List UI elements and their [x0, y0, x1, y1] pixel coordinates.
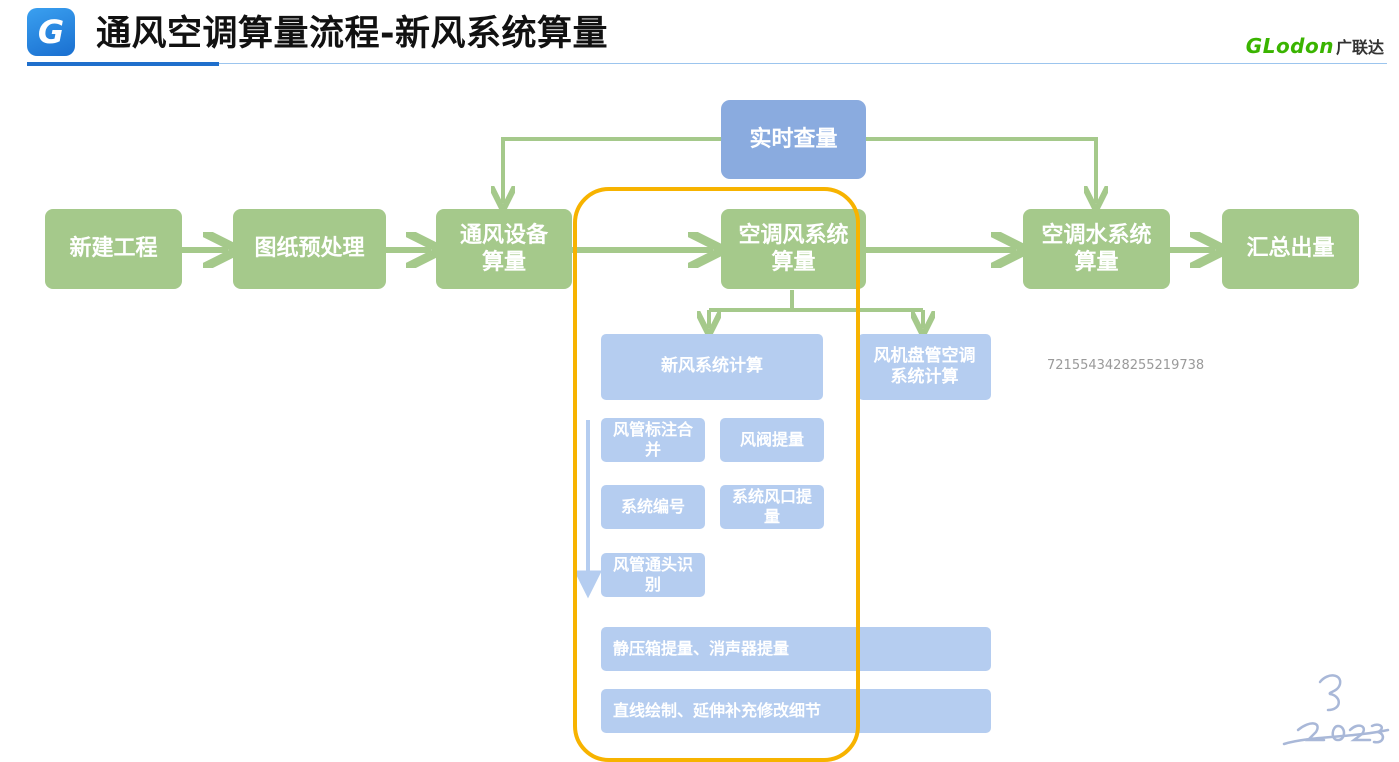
node-fan-coil-calc: 风机盘管空调系统计算 — [858, 334, 991, 400]
node-fresh-air-calc: 新风系统计算 — [601, 334, 823, 400]
task-system-numbering: 系统编号 — [601, 485, 705, 529]
task-system-outlet-takeoff: 系统风口提量 — [720, 485, 824, 529]
brand-logo: GLodon 广联达 — [1246, 34, 1384, 58]
node-realtime-query: 实时查量 — [721, 100, 866, 179]
arrow-air-split — [709, 290, 923, 312]
node-drawing-preprocess: 图纸预处理 — [233, 209, 386, 289]
header-divider-accent — [27, 62, 219, 66]
arrow-realtime-to-water — [866, 137, 1096, 203]
decorative-2023-sketch-icon — [1282, 674, 1390, 746]
highlight-frame — [573, 187, 860, 762]
node-water-system: 空调水系统算量 — [1023, 209, 1170, 289]
brand-logo-tile: G — [27, 8, 75, 56]
task-duct-label-merge: 风管标注合并 — [601, 418, 705, 462]
task-damper-takeoff: 风阀提量 — [720, 418, 824, 462]
task-duct-fitting-recognition: 风管通头识别 — [601, 553, 705, 597]
brand-logo-mark: GLodon — [1245, 34, 1334, 58]
brand-logo-cn: 广联达 — [1335, 38, 1384, 57]
node-summary-output: 汇总出量 — [1222, 209, 1359, 289]
header-divider — [27, 63, 1387, 64]
brand-logo-letter: G — [37, 13, 65, 51]
node-new-project: 新建工程 — [45, 209, 182, 289]
page-title: 通风空调算量流程-新风系统算量 — [96, 14, 609, 54]
watermark-id: 7215543428255219738 — [1047, 358, 1205, 373]
task-plenum-silencer-takeoff: 静压箱提量、消声器提量 — [601, 627, 991, 671]
task-line-draw-extend: 直线绘制、延伸补充修改细节 — [601, 689, 991, 733]
node-ventilation-equipment: 通风设备算量 — [436, 209, 572, 289]
arrow-realtime-to-equipment — [503, 137, 721, 203]
flow-connectors — [182, 137, 1399, 599]
